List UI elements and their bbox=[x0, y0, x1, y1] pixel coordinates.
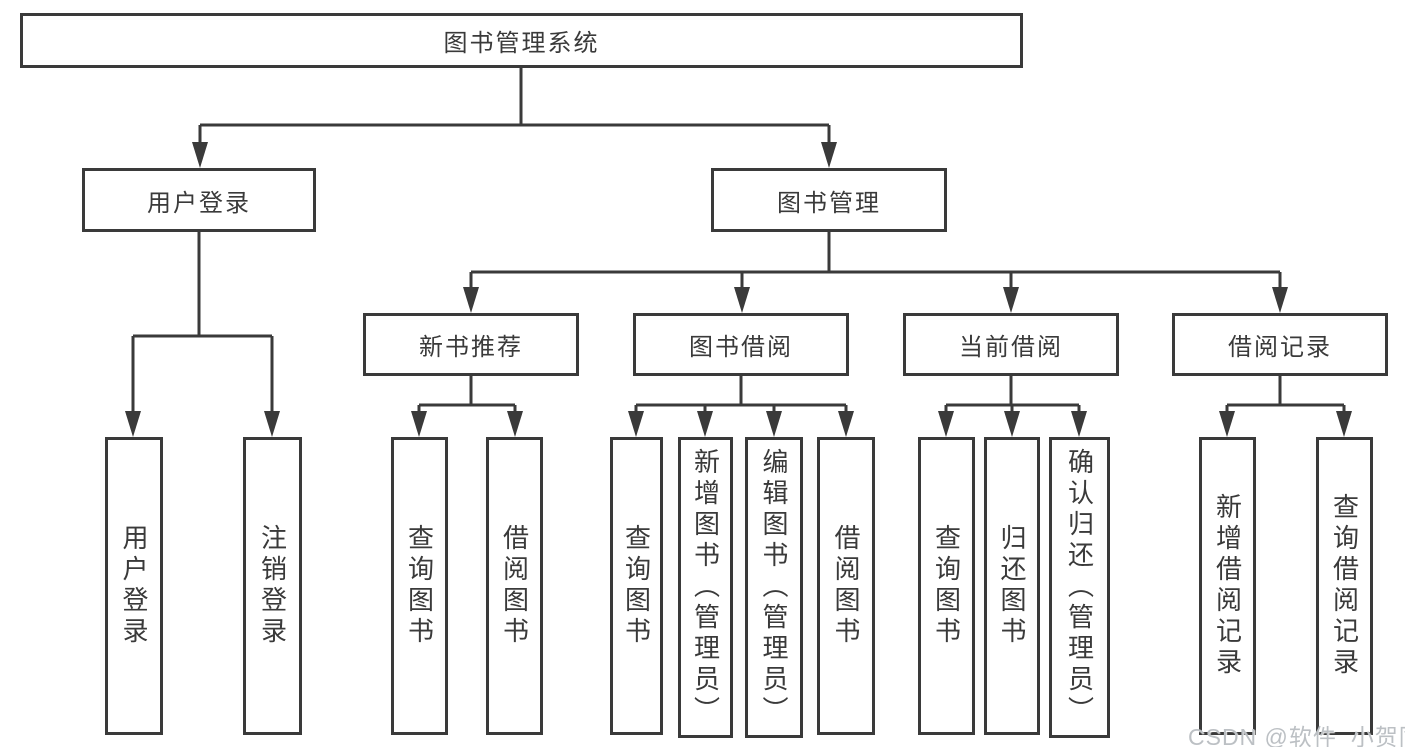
arrowhead bbox=[1003, 287, 1019, 313]
leaf-current-query-books-label: 查询图书 bbox=[931, 524, 962, 648]
connector-bookmgmt-to-level3 bbox=[469, 232, 1282, 287]
arrowhead bbox=[628, 411, 644, 437]
connector-currentborrow-to-leaves bbox=[944, 376, 1081, 411]
leaf-borrow-edit-books-admin: 编辑图书（管理员） bbox=[745, 437, 803, 738]
connector-root-to-level2 bbox=[198, 68, 831, 142]
leaf-borrow-edit-books-admin-label: 编辑图书（管理员） bbox=[759, 448, 789, 727]
connector-bookborrow-to-leaves bbox=[634, 376, 848, 411]
leaf-current-return-books-label: 归还图书 bbox=[997, 524, 1027, 648]
node-user-login-label: 用户登录 bbox=[147, 189, 251, 217]
arrowhead bbox=[697, 411, 713, 437]
arrowhead bbox=[838, 411, 854, 437]
arrowhead bbox=[411, 411, 427, 437]
node-current-borrowing-label: 当前借阅 bbox=[959, 334, 1063, 361]
node-borrowing-records: 借阅记录 bbox=[1172, 313, 1388, 376]
node-new-book-recommend: 新书推荐 bbox=[363, 313, 579, 376]
leaf-newbook-query-books: 查询图书 bbox=[391, 437, 448, 735]
leaf-borrow-borrow-books-label: 借阅图书 bbox=[831, 524, 861, 648]
leaf-logout-login: 注销登录 bbox=[243, 437, 302, 735]
leaf-record-add-borrow-record-label: 新增借阅记录 bbox=[1212, 493, 1243, 679]
leaf-user-login: 用户登录 bbox=[105, 437, 163, 735]
arrowhead bbox=[1071, 411, 1087, 437]
node-book-borrowing-label: 图书借阅 bbox=[689, 334, 793, 361]
arrowhead bbox=[125, 411, 141, 437]
node-new-book-recommend-label: 新书推荐 bbox=[419, 334, 523, 361]
node-current-borrowing: 当前借阅 bbox=[903, 313, 1119, 376]
node-root-label: 图书管理系统 bbox=[443, 30, 600, 57]
leaf-record-add-borrow-record: 新增借阅记录 bbox=[1199, 437, 1256, 735]
arrowhead bbox=[463, 287, 479, 313]
leaf-borrow-borrow-books: 借阅图书 bbox=[817, 437, 875, 735]
leaf-newbook-borrow-books-label: 借阅图书 bbox=[499, 524, 530, 648]
leaf-record-query-borrow-record: 查询借阅记录 bbox=[1316, 437, 1373, 735]
leaf-current-confirm-return-admin: 确认归还（管理员） bbox=[1049, 437, 1110, 738]
leaf-borrow-query-books: 查询图书 bbox=[610, 437, 663, 735]
leaf-current-query-books: 查询图书 bbox=[918, 437, 975, 735]
leaf-current-confirm-return-admin-label: 确认归还（管理员） bbox=[1064, 448, 1095, 727]
connector-newbook-to-leaves bbox=[417, 376, 517, 411]
arrowhead bbox=[1219, 411, 1235, 437]
arrowhead bbox=[1336, 411, 1352, 437]
arrowhead bbox=[734, 287, 750, 313]
node-book-management-label: 图书管理 bbox=[777, 189, 881, 217]
leaf-user-login-label: 用户登录 bbox=[119, 524, 149, 648]
arrowhead bbox=[821, 142, 837, 168]
connector-userlogin-to-leaves bbox=[131, 232, 274, 411]
leaf-record-query-borrow-record-label: 查询借阅记录 bbox=[1329, 493, 1360, 679]
arrowhead bbox=[938, 411, 954, 437]
node-root: 图书管理系统 bbox=[20, 13, 1023, 68]
arrowhead bbox=[1272, 287, 1288, 313]
leaf-borrow-add-books-admin: 新增图书（管理员） bbox=[678, 437, 733, 738]
leaf-current-return-books: 归还图书 bbox=[984, 437, 1040, 735]
node-book-management: 图书管理 bbox=[711, 168, 947, 232]
leaf-newbook-query-books-label: 查询图书 bbox=[404, 524, 435, 648]
leaf-logout-login-label: 注销登录 bbox=[257, 524, 288, 648]
arrowhead bbox=[192, 142, 208, 168]
connector-borrowrecord-to-leaves bbox=[1225, 376, 1346, 411]
arrowhead bbox=[507, 411, 523, 437]
arrowheads bbox=[125, 142, 1352, 437]
node-book-borrowing: 图书借阅 bbox=[633, 313, 849, 376]
arrowhead bbox=[766, 411, 782, 437]
node-borrowing-records-label: 借阅记录 bbox=[1228, 334, 1332, 361]
leaf-borrow-query-books-label: 查询图书 bbox=[621, 524, 652, 648]
leaf-newbook-borrow-books: 借阅图书 bbox=[486, 437, 543, 735]
arrowhead bbox=[264, 411, 280, 437]
arrowhead bbox=[1004, 411, 1020, 437]
csdn-watermark: CSDN @软件_小贺同学 bbox=[1188, 724, 1405, 747]
node-user-login: 用户登录 bbox=[82, 168, 316, 232]
leaf-borrow-add-books-admin-label: 新增图书（管理员） bbox=[690, 448, 721, 727]
